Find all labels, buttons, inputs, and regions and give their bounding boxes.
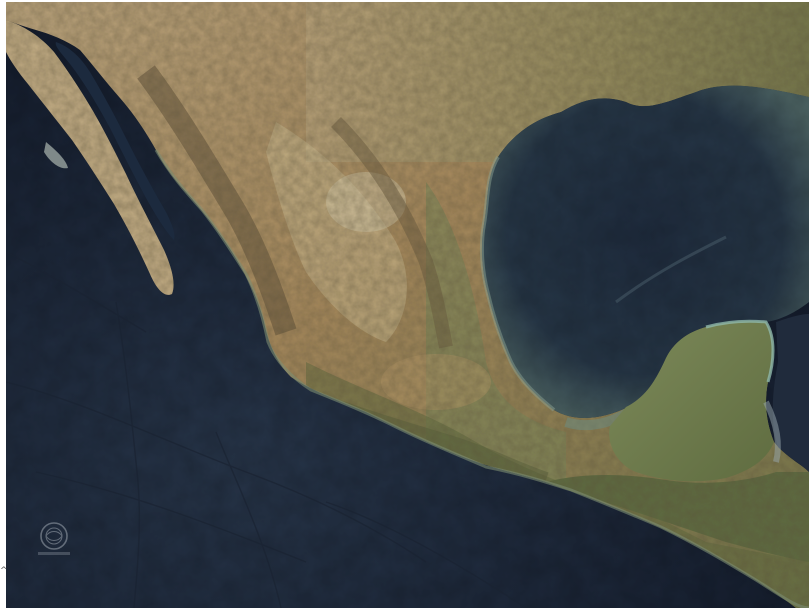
watermark-logo — [38, 522, 70, 555]
pacific-coastline — [154, 149, 809, 608]
map-canvas — [6, 2, 809, 608]
gulf-coastline — [479, 155, 556, 412]
yucatan-peninsula — [609, 321, 774, 482]
cloud-streak — [763, 400, 781, 463]
seafloor-ridges — [6, 251, 527, 608]
edge-caret: ^ — [0, 566, 8, 576]
gulf-of-california — [55, 42, 175, 240]
caribbean-sea — [772, 314, 809, 472]
satellite-map — [6, 2, 809, 608]
